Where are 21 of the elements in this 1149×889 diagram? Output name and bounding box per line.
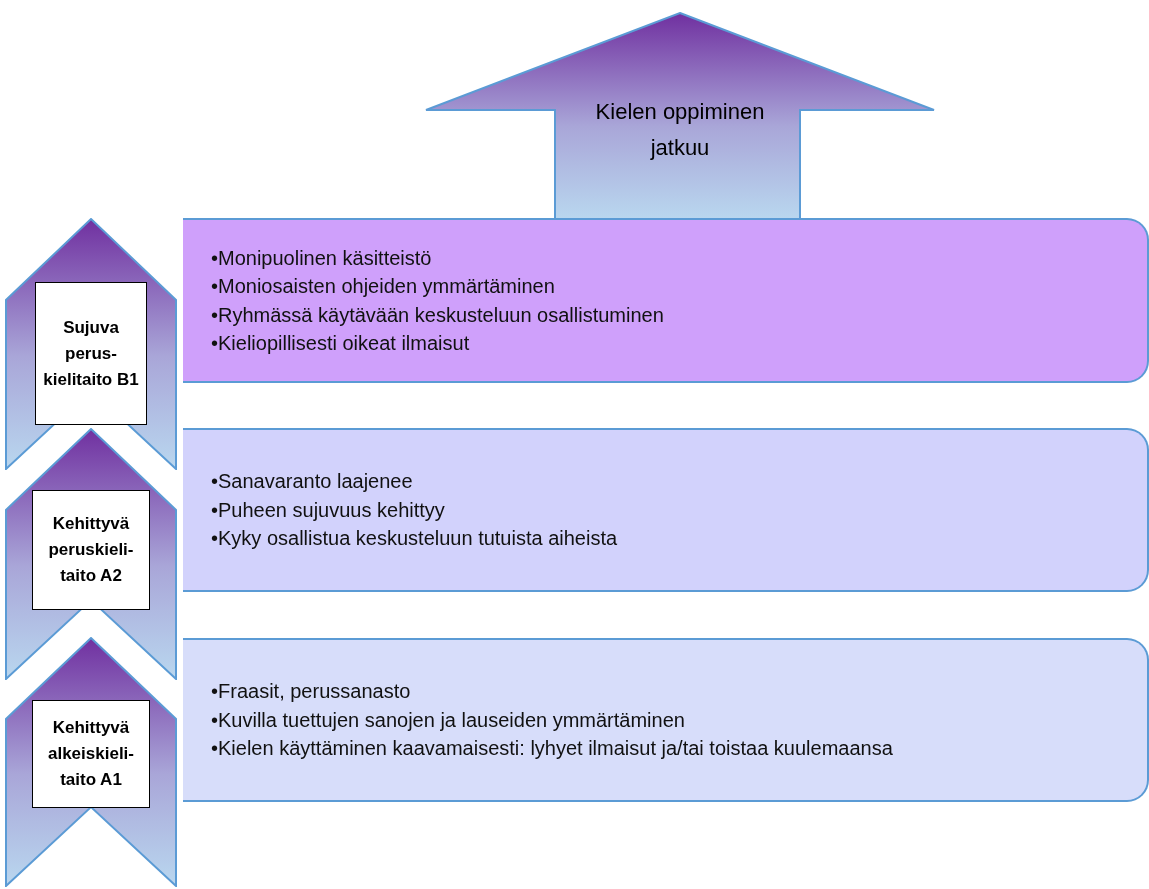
bullet-item: •Kuvilla tuettujen sanojen ja lauseiden ymmärtäminen	[211, 707, 686, 733]
bullet-item: •Ryhmässä käytävään keskusteluun osallistuminen	[211, 302, 665, 328]
level-panel	[183, 638, 1149, 802]
level-band	[5, 428, 177, 680]
level-label: Kehittyvä alkeiskieli- taito A1	[32, 700, 150, 808]
bullet-item: •Kyky osallistua keskusteluun tutuista aiheista	[211, 526, 619, 552]
bullet-item: •Kielen käyttäminen kaavamaisesti: lyhyet ilmaisut ja/tai toistaa kuulemaansa	[211, 736, 894, 762]
level-panel	[183, 218, 1149, 383]
bullet-item: •Fraasit, perussanasto	[211, 679, 412, 705]
level-label: Sujuva perus- kielitaito B1	[35, 282, 147, 425]
bullet-item: •Sanavaranto laajenee	[211, 469, 414, 495]
arrow-label: Kielen oppiminen jatkuu	[594, 98, 766, 162]
bullet-item: •Moniosaisten ohjeiden ymmärtäminen	[211, 274, 556, 299]
bullet-item: •Kieliopillisesti oikeat ilmaisut	[211, 331, 471, 356]
level-label: Kehittyvä peruskieli- taito A2	[32, 490, 150, 610]
bullet-item: •Puheen sujuvuus kehittyy	[211, 497, 446, 523]
up-arrow	[425, 12, 935, 220]
level-band	[5, 218, 177, 470]
level-panel	[183, 428, 1149, 592]
bullet-item: •Monipuolinen käsitteistö	[211, 245, 433, 271]
level-band	[5, 637, 177, 887]
